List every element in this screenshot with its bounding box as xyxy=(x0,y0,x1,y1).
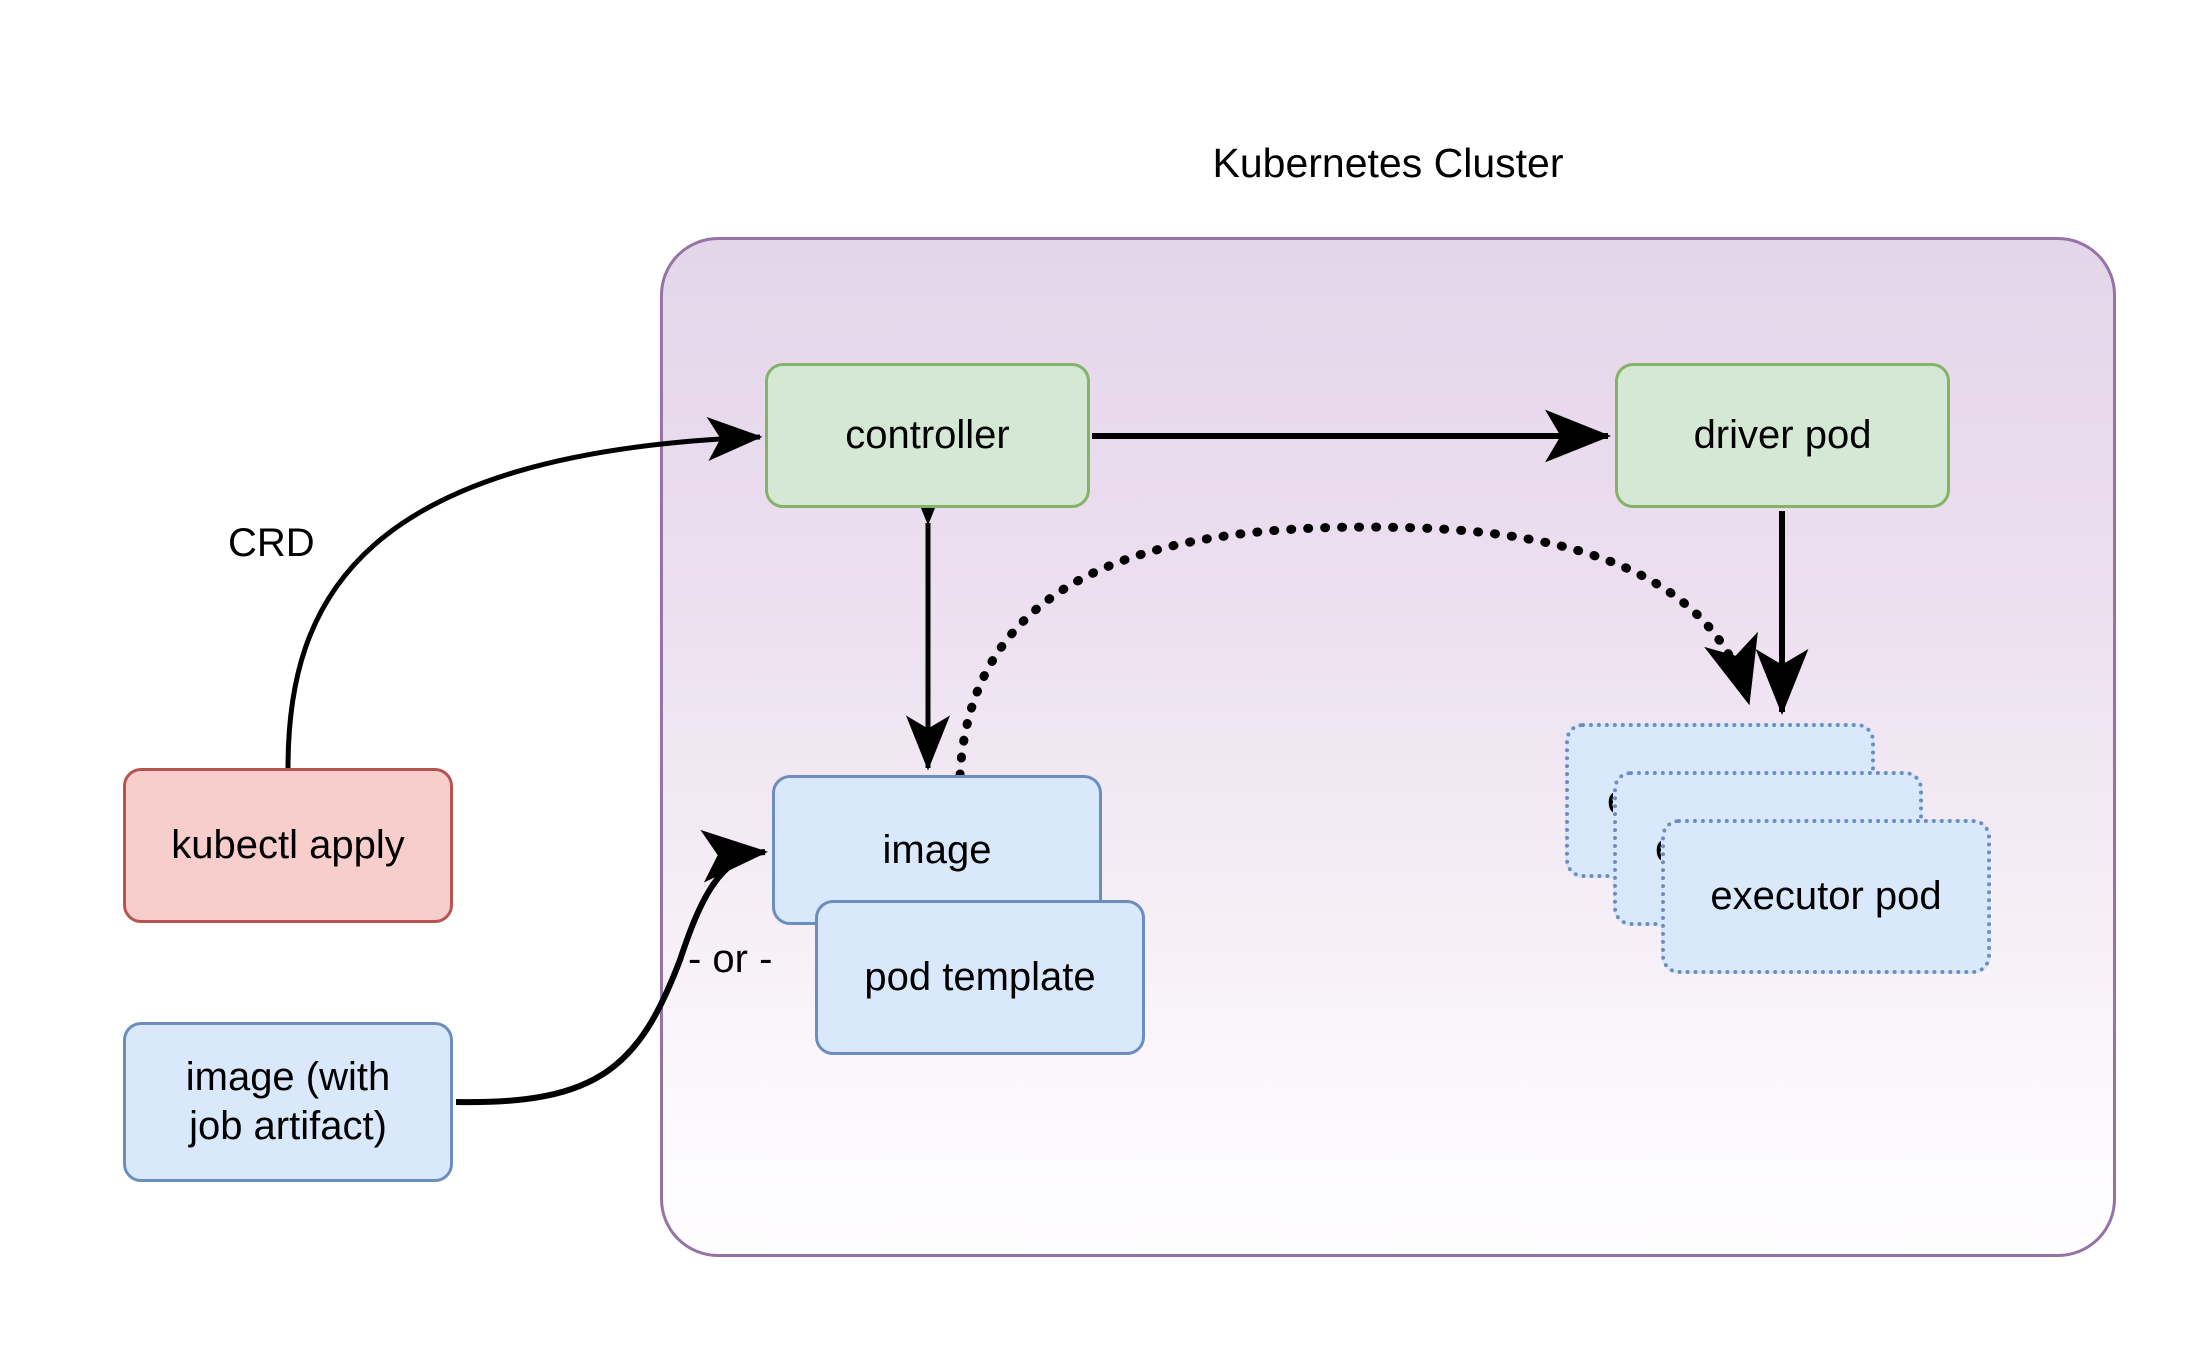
node-driver-pod[interactable]: driver pod xyxy=(1615,363,1950,508)
node-pod-template[interactable]: pod template xyxy=(815,900,1145,1055)
edge-label-or: - or - xyxy=(688,937,773,981)
cluster-title: Kubernetes Cluster xyxy=(1212,140,1564,186)
node-controller[interactable]: controller xyxy=(765,363,1090,508)
node-kubectl-apply[interactable]: kubectl apply xyxy=(123,768,453,923)
node-executor-pod-front[interactable]: executor pod xyxy=(1661,819,1991,974)
node-image-with-job-artifact[interactable]: image (with job artifact) xyxy=(123,1022,453,1182)
edge-label-crd: CRD xyxy=(228,521,315,565)
